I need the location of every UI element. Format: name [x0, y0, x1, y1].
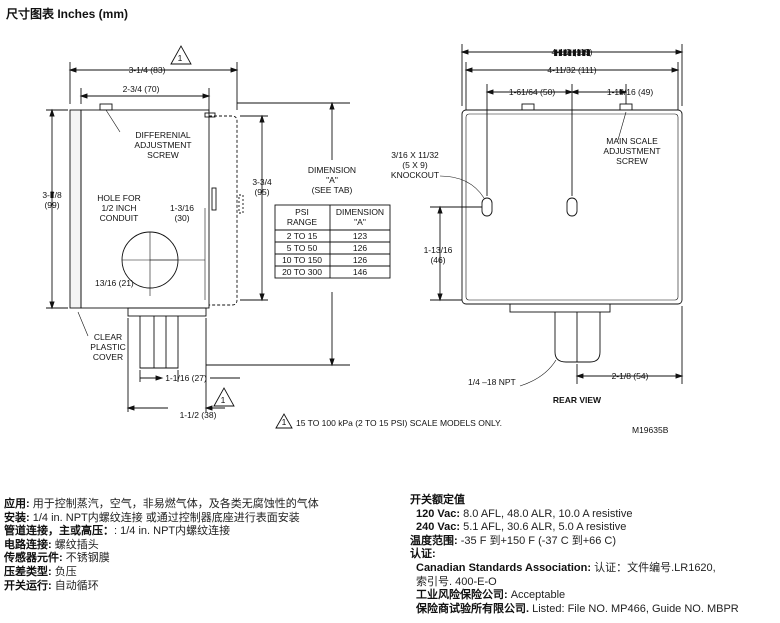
table-cell: 146 — [353, 267, 367, 277]
slot-height-2: (46) — [430, 255, 445, 265]
svg-text:▮▮▮▮▮▮▮▮: ▮▮▮▮▮▮▮▮ — [553, 47, 590, 57]
table-header-dimension: DIMENSION — [336, 207, 384, 217]
note-mark: 1 — [178, 53, 183, 63]
rear-bottom-plate — [509, 303, 611, 313]
hole-offset-2: (30) — [174, 213, 189, 223]
table-header-a: "A" — [354, 217, 366, 227]
knockout-label-1: 3/16 X 11/32 — [391, 150, 439, 160]
table-cell: 5 TO 50 — [287, 243, 318, 253]
pressure-fitting — [139, 316, 179, 369]
note-triangle-icon — [213, 387, 235, 407]
table-cell: 10 TO 150 — [282, 255, 322, 265]
cover-label-2: PLASTIC — [90, 342, 125, 352]
spec-operation: 开关运行: 自动循环 — [4, 579, 99, 592]
approval-fm: 工业风险保险公司: Acceptable — [416, 589, 566, 602]
fitting-offset: 2-1/8 (54) — [612, 371, 649, 381]
rear-fitting — [554, 312, 601, 363]
side-dashed-cover — [209, 115, 238, 306]
spec-electrical: 电路连接: 螺纹插头 — [4, 538, 99, 551]
hole-label-2: 1/2 INCH — [102, 203, 137, 213]
svg-text:▮: ▮ — [50, 189, 55, 199]
table-cell: 126 — [353, 243, 367, 253]
table-cell: 123 — [353, 231, 367, 241]
diff-label-3: SCREW — [147, 150, 179, 160]
table-cell: 2 TO 15 — [287, 231, 318, 241]
approval-csa: Canadian Standards Association: 认证：文件编号.… — [416, 561, 716, 574]
note-triangle-icon — [275, 413, 293, 429]
main-label-2: ADJUSTMENT — [603, 146, 660, 156]
height-left-2: (99) — [44, 200, 59, 210]
npt-label: 1/4 –18 NPT — [468, 377, 516, 387]
table-header-range: RANGE — [287, 217, 318, 227]
rear-width-overall: 4-1/2 (115) — [552, 47, 593, 57]
hole-label-1: HOLE FOR — [97, 193, 140, 203]
hole-offset-1: 1-3/16 — [170, 203, 194, 213]
rating-120: 120 Vac: 8.0 AFL, 48.0 ALR, 10.0 A resis… — [416, 507, 633, 520]
dim-a-label-2: "A" — [326, 175, 338, 185]
knockout-left-icon — [481, 197, 493, 217]
rear-width-inner: 4-11/32 (111) — [547, 65, 596, 75]
rear-view — [430, 44, 684, 387]
spec-piping: 管道连接，主或高压：: 1/4 in. NPT内螺纹连接 — [4, 525, 231, 538]
bottom-offset: 13/16 (21) — [95, 278, 134, 288]
hole-label-3: CONDUIT — [100, 213, 139, 223]
height-right-1: 3-3/4 — [252, 177, 272, 187]
side-cover-edge — [69, 109, 82, 309]
knockout-label-2: (5 X 9) — [402, 160, 428, 170]
knockout-right-icon — [566, 197, 578, 217]
slot-height-1: 1-13/16 — [424, 245, 453, 255]
rear-view-label: REAR VIEW — [553, 395, 602, 405]
page-title: 尺寸图表 Inches (mm) — [6, 7, 129, 21]
spec-sensor: 传感器元件: 不锈钢膜 — [4, 552, 110, 565]
table-header-psi: PSI — [295, 207, 309, 217]
bottom-plate — [127, 307, 207, 317]
spec-application: 应用: 用于控制蒸汽，空气，非易燃气体，及各类无腐蚀性的气体 — [4, 498, 319, 510]
table-cell: 126 — [353, 255, 367, 265]
rear-right-offset: 1-15/16 (49) — [607, 87, 653, 97]
rating-240: 240 Vac: 5.1 AFL, 30.6 ALR, 5.0 A resist… — [416, 521, 627, 534]
knockout-label-3: KNOCKOUT — [391, 170, 439, 180]
main-label-1: MAIN SCALE — [606, 136, 658, 146]
specs-left: 应用: 用于控制蒸汽，空气，非易燃气体，及各类无腐蚀性的气体 安装: 1/4 i… — [4, 498, 319, 593]
bottom-width: 1-1/2 (38) — [180, 410, 217, 420]
table-cell: 20 TO 300 — [282, 267, 322, 277]
height-right-2: (95) — [254, 187, 269, 197]
main-label-3: SCREW — [616, 156, 648, 166]
ratings-heading: 开关额定值 — [410, 494, 465, 506]
dim-a-label-3: (SEE TAB) — [312, 185, 353, 195]
cover-label-3: COVER — [93, 352, 123, 362]
side-width-body: 2-3/4 (70) — [123, 84, 160, 94]
diff-label-1: DIFFERENIAL — [135, 130, 191, 140]
drawing-id: M19635B — [632, 425, 669, 435]
spec-mounting: 安装: 1/4 in. NPT内螺纹连接 或通过控制器底座进行表面安装 — [4, 511, 300, 524]
note-mark: 1 — [221, 395, 226, 405]
temp-range: 温度范围: -35 F 到+150 F (-37 C 到+66 C) — [410, 534, 617, 547]
note-triangle-icon — [170, 45, 192, 65]
rear-left-offset: 1-61/64 (50) — [509, 87, 555, 97]
top-lip — [204, 112, 216, 118]
cover-label-1: CLEAR — [94, 332, 122, 342]
height-left-1: 3-7/8 — [42, 190, 62, 200]
side-width-overall: 3-1/4 (83) — [129, 65, 166, 75]
specs-right: 开关额定值 120 Vac: 8.0 AFL, 48.0 ALR, 10.0 A… — [410, 494, 739, 616]
spec-differential: 压差类型: 负压 — [4, 565, 77, 578]
diff-label-2: ADJUSTMENT — [134, 140, 191, 150]
screw-head — [521, 103, 535, 111]
side-hinge — [211, 187, 217, 211]
scale-note: 15 TO 100 kPa (2 TO 15 PSI) SCALE MODELS… — [296, 418, 502, 428]
dimension-drawing: 3-1/4 (83) 2-3/4 (70) 1 1 DIFFERENIAL AD… — [42, 44, 684, 435]
side-view — [46, 45, 391, 412]
side-hinge-dashed — [238, 194, 244, 214]
fitting-width: 1-1/16 (27) — [165, 373, 207, 383]
note-mark: 1 — [282, 417, 287, 427]
approvals-heading: 认证: — [410, 548, 436, 561]
approval-ul: 保险商试验所有限公司. Listed: File NO. MP466, Guid… — [416, 602, 739, 615]
diff-screw-head — [99, 103, 113, 111]
approval-csa-file: 索引号. 400-E-O — [416, 575, 497, 588]
main-screw-head — [619, 103, 633, 111]
dim-a-label-1: DIMENSION — [308, 165, 356, 175]
